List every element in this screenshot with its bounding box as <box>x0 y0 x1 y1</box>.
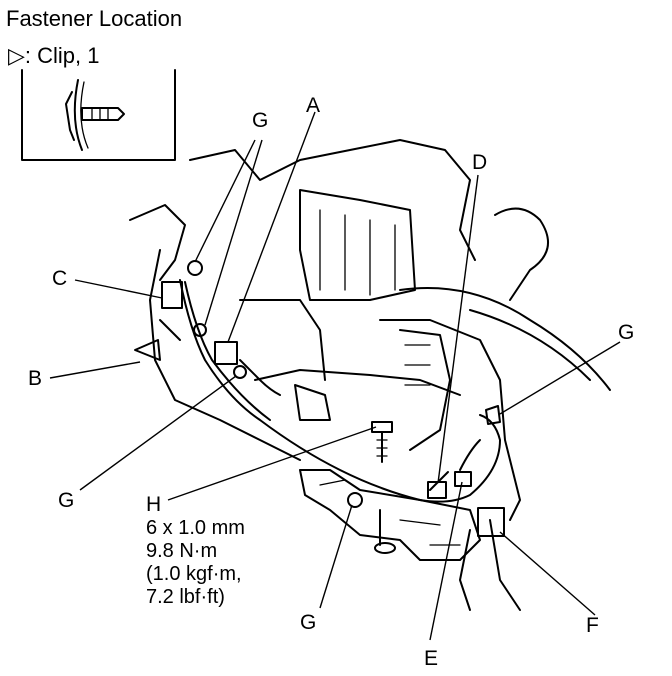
clip-legend-text: : Clip, 1 <box>24 43 100 68</box>
lower-bracket <box>299 469 481 561</box>
connector-d <box>427 481 447 499</box>
bolt-spec-torque-kgfm: (1.0 kgf·m, <box>146 563 242 585</box>
clip-legend: ▷: Clip, 1 <box>8 45 100 67</box>
page-title: Fastener Location <box>6 6 183 31</box>
label-h: H <box>146 493 162 516</box>
label-a: A <box>306 94 321 117</box>
clip-g-right <box>485 405 501 425</box>
transmission-housing <box>399 207 611 611</box>
label-g-bottom: G <box>300 611 317 634</box>
label-g-right: G <box>618 321 635 344</box>
clip-g-bottom <box>347 492 363 508</box>
label-g-top: G <box>252 109 269 132</box>
clip-g-top-1 <box>187 260 203 276</box>
bolt-spec-torque-nm: 9.8 N·m <box>146 540 218 562</box>
bolt-spec-size: 6 x 1.0 mm <box>146 517 245 539</box>
label-d: D <box>472 151 488 174</box>
label-b: B <box>28 367 43 390</box>
label-f: F <box>586 614 599 637</box>
connector-e <box>454 471 472 487</box>
label-g-left: G <box>58 489 75 512</box>
connector-a <box>214 341 238 365</box>
clip-symbol-icon: ▷ <box>8 43 25 68</box>
engine-block-outline <box>129 139 521 521</box>
connector-f <box>477 507 505 537</box>
clip-g-top-2 <box>193 323 207 337</box>
bolt-spec-torque-lbfft: 7.2 lbf·ft) <box>146 586 225 608</box>
connector-c <box>161 281 183 309</box>
label-e: E <box>424 647 439 670</box>
clip-legend-inset <box>21 69 176 161</box>
label-c: C <box>52 267 68 290</box>
bolt-spec: 6 x 1.0 mm 9.8 N·m (1.0 kgf·m, 7.2 lbf·f… <box>146 517 245 609</box>
wire-harness <box>159 279 501 503</box>
bracket-b <box>134 339 161 361</box>
leader-lines <box>49 111 621 641</box>
clip-g-left <box>233 365 247 379</box>
